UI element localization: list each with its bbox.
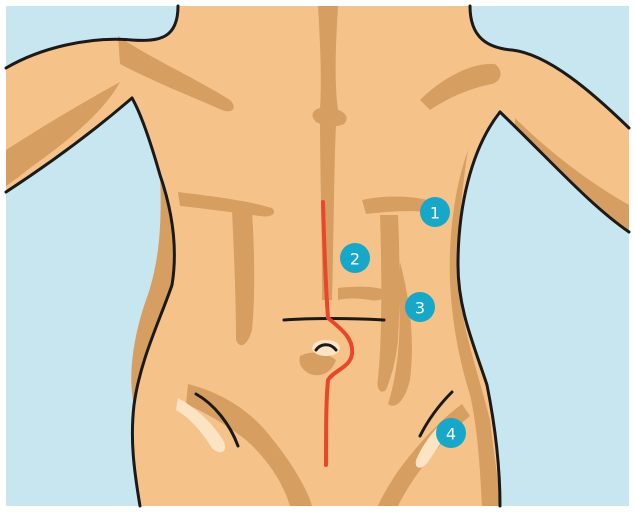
- right-rectus-band: [338, 287, 386, 301]
- marker-2-label: 2: [350, 250, 360, 269]
- waist-crease: [284, 319, 384, 321]
- marker-4: 4: [436, 418, 466, 448]
- marker-3-label: 3: [415, 299, 425, 318]
- marker-3: 3: [405, 292, 435, 322]
- marker-1-label: 1: [430, 204, 440, 223]
- marker-2: 2: [340, 243, 370, 273]
- marker-4-label: 4: [446, 425, 456, 444]
- marker-1: 1: [420, 197, 450, 227]
- navel: [312, 340, 340, 356]
